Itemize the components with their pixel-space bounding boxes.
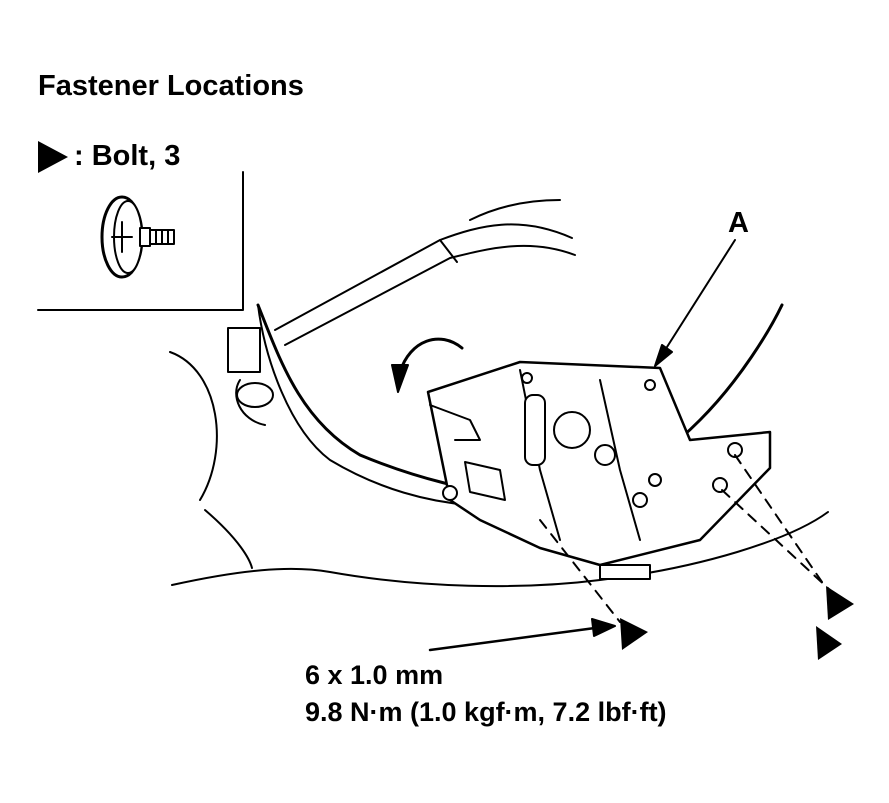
callout-a-arrowhead — [654, 344, 673, 367]
upper-panel — [439, 199, 561, 263]
page-title: Fastener Locations — [38, 70, 304, 102]
filled-triangle-icon — [38, 140, 68, 173]
bolt-location-2-icon — [826, 586, 854, 620]
bumper-line — [171, 511, 829, 588]
torque-spec: 9.8 N·m (1.0 kgf·m, 7.2 lbf·ft) — [305, 697, 667, 727]
rotation-arrow — [398, 337, 464, 374]
radiator-support — [274, 223, 576, 346]
bolt-location-1-icon — [620, 618, 648, 650]
hood-latch — [426, 360, 772, 580]
callout-a-leader — [659, 239, 736, 359]
bolt-leader-1 — [539, 519, 621, 623]
callout-a-label: A — [728, 207, 749, 239]
bolt-leader-2 — [721, 489, 831, 591]
body-contour-left — [169, 351, 218, 501]
cable-clip — [227, 327, 274, 426]
spec-pointer-line — [428, 626, 597, 652]
bolt-icon — [100, 195, 175, 279]
bolt-leader-3 — [734, 454, 823, 583]
bolt-legend: : Bolt, 3 — [38, 140, 180, 173]
rotation-arrowhead — [391, 364, 409, 393]
spec-pointer-arrowhead — [591, 618, 616, 637]
body-contour-lower — [204, 509, 253, 569]
bolt-size-spec: 6 x 1.0 mm — [305, 660, 444, 690]
bolt-inset-frame — [37, 171, 244, 311]
cable-sheath — [257, 304, 471, 506]
bolt-location-3-icon — [816, 626, 842, 660]
bolt-legend-label: : Bolt, 3 — [74, 140, 181, 172]
